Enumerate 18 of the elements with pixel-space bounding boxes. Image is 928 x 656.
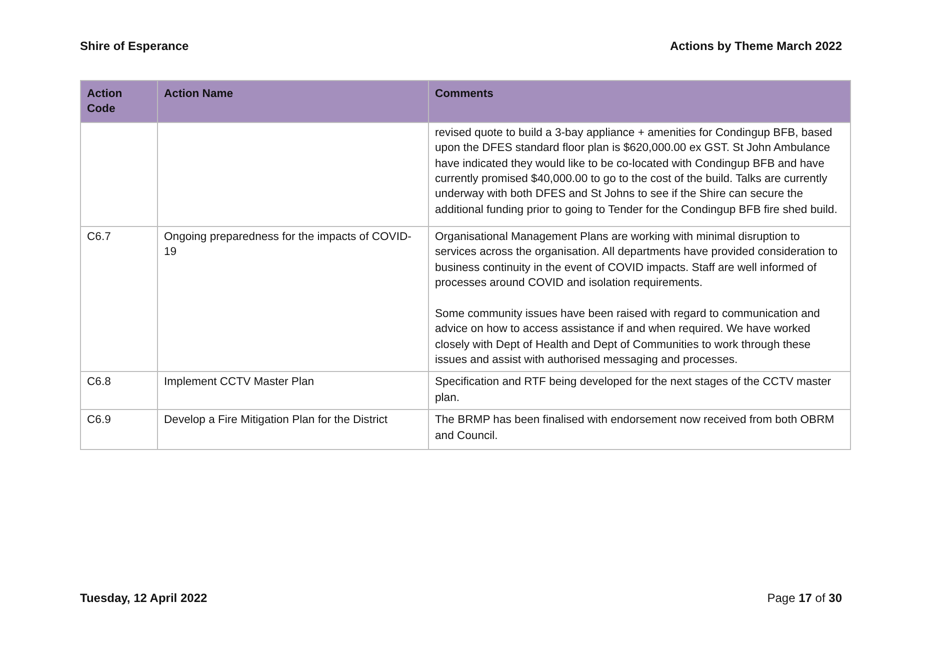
comment-text: revised quote to build a 3-bay appliance + amenities for Condingup BFB, based upon the DFES standard floor plan is $620,000.00 ex GST. St John Ambulance have indicated they would like to be co-located with Condingup BFB and have currently promised $40,000.00 to go to the cost of the build. Talks are currently underway with both DFES and St Johns to see if the Shire can secure the additional funding prior to going to Tender for the Condingup BFB fire shed build. xyxy=(435,126,838,218)
action-code: C6.9 xyxy=(87,413,112,428)
column-header: Action Name xyxy=(164,87,234,102)
column-header: Action Code xyxy=(87,87,124,118)
action-code: C6.8 xyxy=(87,375,112,390)
comment-text: The BRMP has been finalised with endorsement now received from both OBRM and Council. xyxy=(435,413,836,444)
page-footer-date: Tuesday, 12 April 2022 xyxy=(80,591,208,605)
comment-text: Specification and RTF being developed for the next stages of the CCTV master plan. xyxy=(435,375,832,406)
comment-text: Organisational Management Plans are working with minimal disruption to services across the organisation. All departments have provided consideration to business continuity in the event of COVID impacts. Staff are well informed of processes around COVID and isolation requirements. xyxy=(435,230,839,292)
action-name: Implement CCTV Master Plan xyxy=(164,375,316,390)
action-name: Develop a Fire Mitigation Plan for the District xyxy=(164,413,389,428)
page-header-text: Shire of Esperance xyxy=(80,39,189,53)
action-name: Ongoing preparedness for the impacts of COVID-19 xyxy=(164,230,412,260)
page-number: Page 17 of 30 xyxy=(767,591,842,605)
column-header: Comments xyxy=(435,87,494,102)
action-code: C6.7 xyxy=(87,230,112,245)
page-header-text: Actions by Theme March 2022 xyxy=(670,39,842,53)
comment-text: Some community issues have been raised with regard to communication and advice on how to access assistance if and when required. We have worked closely with Dept of Health and Dept of Communities to work through these issues and assist with authorised messaging and processes. xyxy=(435,306,821,368)
